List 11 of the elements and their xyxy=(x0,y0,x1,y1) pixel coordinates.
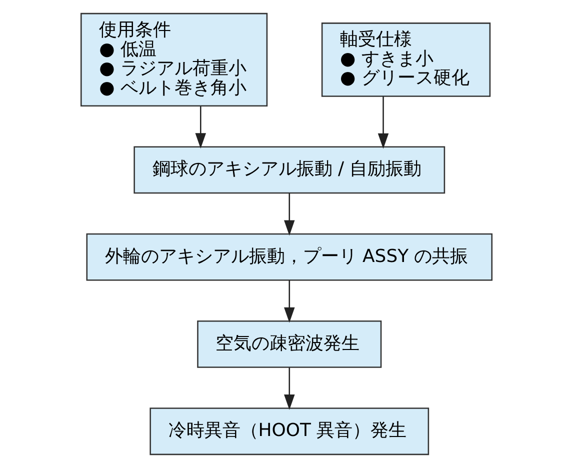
node-box: 空気の疎密波発生 xyxy=(196,320,382,368)
arrow xyxy=(284,368,294,410)
node-box: 冷時異音（HOOT 異音）発生 xyxy=(149,408,429,456)
node-box: 軸受仕様 ● すきま小 ● グリース硬化 xyxy=(320,22,490,97)
arrow xyxy=(284,193,294,236)
node-box: 鋼球のアキシアル振動 / 自励振動 xyxy=(133,146,445,194)
arrow xyxy=(194,106,206,148)
arrow xyxy=(284,280,294,323)
node-box: 使用条件 ● 低温 ● ラジアル荷重小 ● ベルト巻き角小 xyxy=(80,12,268,106)
node-box: 外輪のアキシアル振動，プーリ ASSY の共振 xyxy=(86,233,492,281)
arrow xyxy=(377,96,388,149)
